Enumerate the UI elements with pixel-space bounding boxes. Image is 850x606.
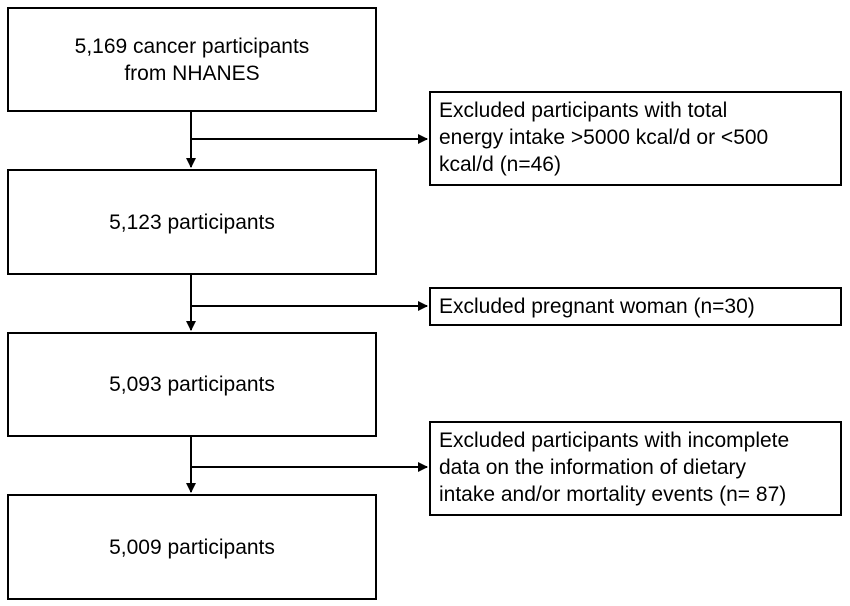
exclusion-box-3-line-1: Excluded participants with incomplete [439,429,790,452]
exclusion-box-1-line-3: kcal/d (n=46) [439,153,561,176]
main-box-1-line-1: 5,169 cancer participants [74,34,310,58]
main-box-2: 5,123 participants [7,169,377,275]
exclusion-box-2-line-1: Excluded pregnant woman (n=30) [439,295,755,318]
exclusion-box-3-line-2: data on the information of dietary [439,456,747,479]
exclusion-box-1-line-2: energy intake >5000 kcal/d or <500 [439,126,769,149]
exclusion-box-1-line-1: Excluded participants with total [439,99,728,122]
exclusion-box-1: Excluded participants with total energy … [429,91,842,186]
exclusion-box-3: Excluded participants with incomplete da… [429,421,842,516]
main-box-4-line-1: 5,009 participants [109,535,275,559]
exclusion-box-3-line-3: intake and/or mortality events (n= 87) [439,483,787,506]
main-box-1: 5,169 cancer participants from NHANES [7,7,377,112]
main-box-1-line-2: from NHANES [124,61,260,85]
exclusion-box-2: Excluded pregnant woman (n=30) [429,287,842,326]
main-box-2-line-1: 5,123 participants [109,210,275,234]
main-box-3: 5,093 participants [7,332,377,437]
main-box-4: 5,009 participants [7,494,377,600]
main-box-3-line-1: 5,093 participants [109,373,275,396]
